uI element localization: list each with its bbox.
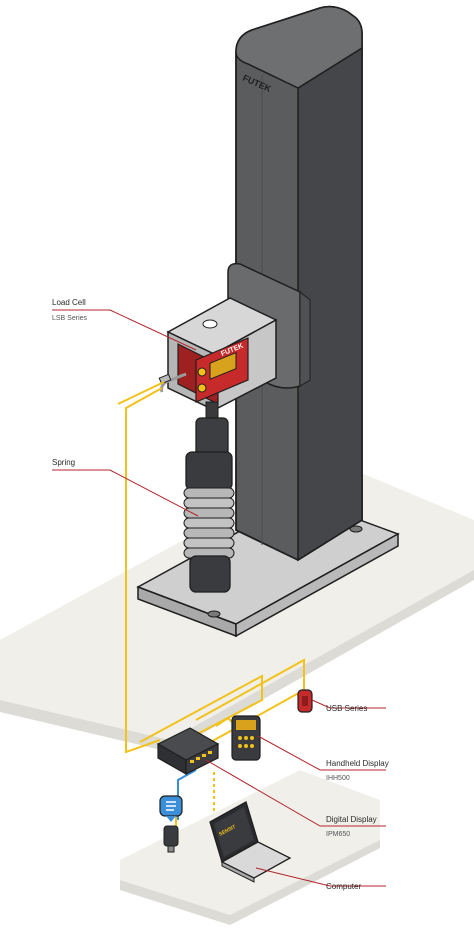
- callout-load-cell-title: Load Cell: [52, 298, 86, 307]
- callout-handheld-display-subtitle: IHH500: [326, 775, 350, 782]
- callout-usb-series: USB Series: [326, 704, 367, 713]
- laptop-computer: SENSIT: [209, 801, 292, 883]
- usb-series-module: [297, 689, 313, 713]
- callout-load-cell-subtitle: LSB Series: [52, 315, 88, 322]
- callout-computer: Computer: [326, 882, 361, 891]
- handheld-display-ihh500: [231, 715, 261, 761]
- callout-load-cell: Load Cell LSB Series: [52, 298, 88, 322]
- callout-digital-display-title: Digital Display: [326, 815, 377, 824]
- callout-leaders: [52, 309, 386, 887]
- callout-usb-series-title: USB Series: [326, 704, 367, 713]
- callout-handheld-display: Handheld Display IHH500: [326, 759, 389, 782]
- digital-display-ipm650: [156, 727, 220, 776]
- usb-plug: [163, 825, 179, 853]
- callout-handheld-display-title: Handheld Display: [326, 759, 389, 768]
- callout-spring: Spring: [52, 458, 75, 467]
- callout-digital-display: Digital Display IPM650: [326, 815, 377, 838]
- spring-assembly: [183, 401, 235, 593]
- spring-coils: [183, 487, 235, 559]
- wireless-module: [159, 795, 183, 822]
- callout-computer-title: Computer: [326, 882, 361, 891]
- load-cell-lsb: FUTEK: [158, 337, 249, 405]
- callout-digital-display-subtitle: IPM650: [326, 831, 350, 838]
- callout-spring-title: Spring: [52, 458, 75, 467]
